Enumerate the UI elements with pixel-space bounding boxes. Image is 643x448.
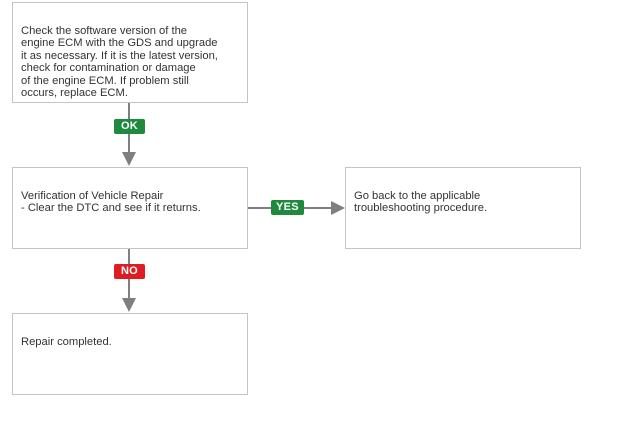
step-verification-box: Verification of Vehicle Repair - Clear t… bbox=[12, 167, 248, 249]
step-go-back-text: Go back to the applicable troubleshootin… bbox=[354, 189, 488, 215]
yes-badge: YES bbox=[271, 200, 304, 215]
arrowhead-down-icon bbox=[122, 152, 136, 166]
step-go-back-box: Go back to the applicable troubleshootin… bbox=[345, 167, 581, 249]
step-verification-text: Verification of Vehicle Repair - Clear t… bbox=[21, 189, 201, 215]
step-repair-completed-text: Repair completed. bbox=[21, 335, 112, 348]
no-badge: NO bbox=[114, 264, 145, 279]
step-check-software-box: Check the software version of the engine… bbox=[12, 2, 248, 103]
ok-badge: OK bbox=[114, 119, 145, 134]
step-repair-completed-box: Repair completed. bbox=[12, 313, 248, 395]
arrowhead-right-icon bbox=[331, 201, 345, 215]
step-check-software-text: Check the software version of the engine… bbox=[21, 24, 218, 100]
arrowhead-down-icon bbox=[122, 298, 136, 312]
